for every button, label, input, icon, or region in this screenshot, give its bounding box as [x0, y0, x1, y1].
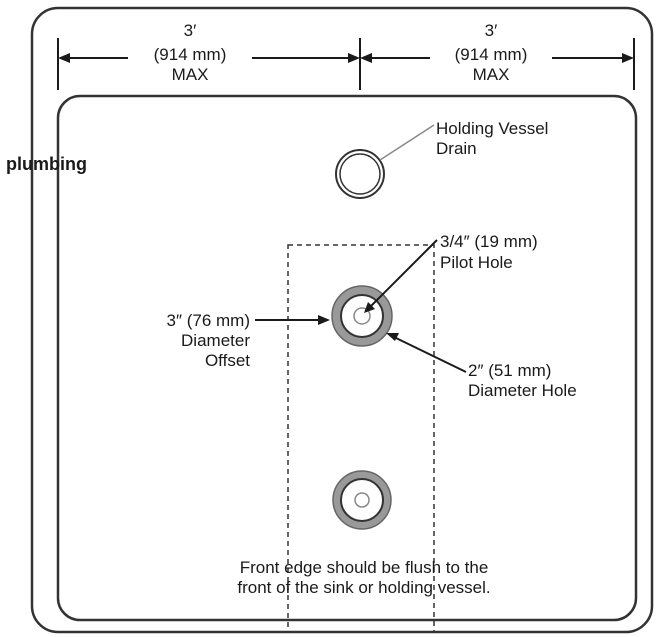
lower-pilot-hole [354, 492, 370, 508]
dimension-left-feet: 3′ [184, 21, 197, 40]
holding-vessel-drain-leader [379, 124, 435, 161]
front-edge-note-line-2: front of the sink or holding vessel. [237, 578, 490, 597]
dimension-right [360, 38, 635, 90]
sink-outline [56, 94, 638, 622]
dimension-right-max: MAX [473, 65, 510, 84]
dimension-left-max: MAX [172, 65, 209, 84]
holding-vessel-drain-label-1: Holding Vessel [436, 119, 548, 138]
pilot-hole-label-2: Pilot Hole [440, 253, 513, 272]
front-edge-note-line-1: Front edge should be flush to the [240, 558, 489, 577]
dimension-right-mm: (914 mm) [455, 45, 528, 64]
pilot-hole-label-1: 3/4″ (19 mm) [440, 232, 538, 251]
diameter-hole-label-1: 2″ (51 mm) [468, 361, 551, 380]
pilot-hole-leader [364, 239, 438, 313]
diameter-hole-leader [386, 333, 467, 373]
diameter-offset-label-1: 3″ (76 mm) [167, 311, 250, 330]
diameter-offset-label-3: Offset [205, 351, 250, 370]
dimension-right-feet: 3′ [485, 21, 498, 40]
holding-vessel-drain-hole [335, 149, 385, 199]
dimension-left-mm: (914 mm) [154, 45, 227, 64]
diameter-hole-label-2: Diameter Hole [468, 381, 577, 400]
plumbing-side-text: plumbing [6, 154, 87, 174]
diameter-offset-label-2: Diameter [181, 331, 250, 350]
placement-zone-dashed [287, 244, 435, 633]
diameter-offset-leader [255, 315, 330, 325]
holding-vessel-drain-hole-inner [339, 153, 381, 195]
holding-vessel-drain-label-2: Drain [436, 139, 477, 158]
dimension-left [57, 38, 361, 90]
